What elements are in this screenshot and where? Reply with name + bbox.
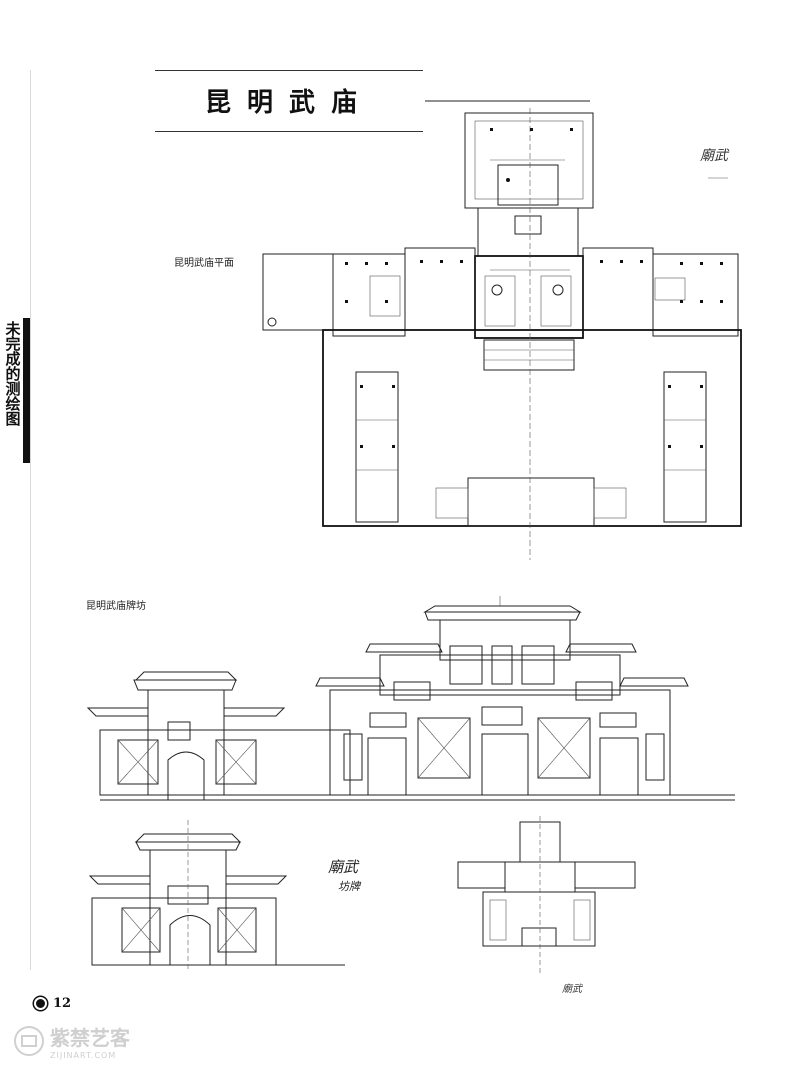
page-number: 12: [34, 996, 71, 1011]
plan-label: 昆明武庙平面: [174, 258, 234, 269]
svg-text:廟武: 廟武: [700, 148, 730, 164]
watermark-logo-icon: [14, 1026, 44, 1056]
side-tab-text: 未完成的测绘图: [3, 321, 22, 426]
watermark: 紫禁艺客 ZIJINART.COM: [12, 1022, 130, 1060]
page-title: 昆明武庙: [204, 88, 373, 118]
svg-text:坊牌: 坊牌: [338, 880, 362, 893]
page-number-text: 12: [53, 996, 72, 1011]
svg-text:廟武: 廟武: [328, 858, 360, 876]
side-tab-bar: [22, 318, 30, 463]
bullet-icon: [34, 997, 47, 1010]
watermark-name: 紫禁艺客: [50, 1026, 130, 1050]
title-rule-top: [155, 70, 423, 71]
title-rule-bottom: [155, 131, 423, 132]
paifang-label: 昆明武庙牌坊: [86, 601, 146, 612]
watermark-url: ZIJINART.COM: [50, 1051, 117, 1060]
svg-text:廟武: 廟武: [562, 983, 583, 995]
left-margin-rule: [30, 70, 31, 970]
side-tab: 未完成的测绘图: [0, 318, 30, 463]
